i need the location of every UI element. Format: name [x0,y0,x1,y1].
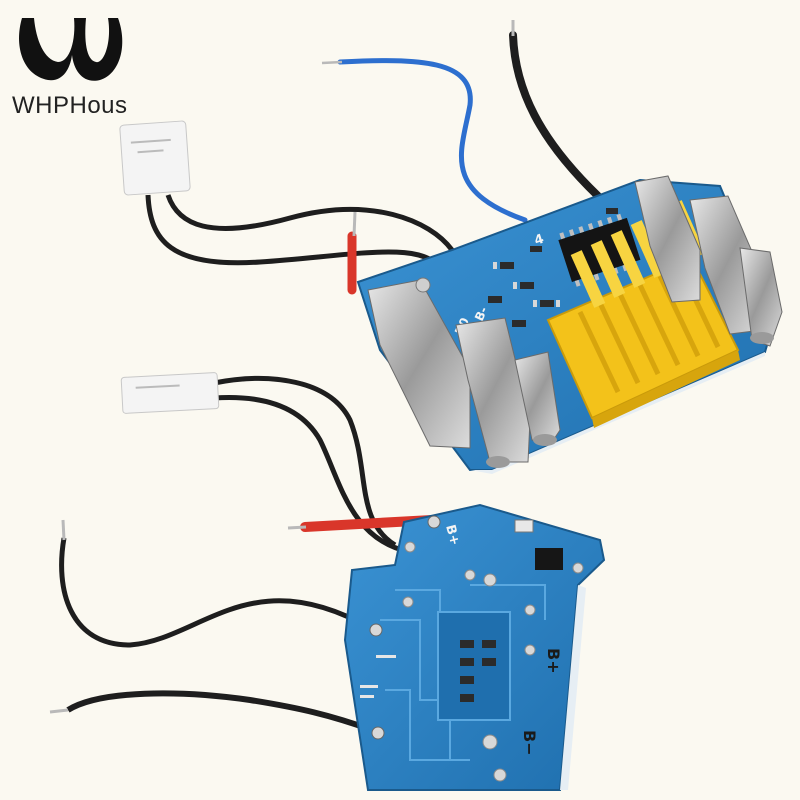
bottom-board-label-bminus: B− [520,730,539,756]
brand-logo-icon [19,18,123,81]
bottom-board-label-bplus-side: B+ [544,648,563,674]
bottom-pcb-board: B+ B+ B− [343,503,606,791]
thermistor-bottom [120,372,220,414]
top-board-label-bminus: B- [472,305,491,324]
top-board-label-4: 4 [533,232,546,249]
right-metal-terminals [634,175,783,347]
left-metal-terminals [367,279,561,468]
thermistor-top [119,120,191,196]
top-pcb-board: 4 B- B0 [356,175,783,474]
bottom-board-label-bplus-top: B+ [442,523,462,547]
brand-name: WHPHous [12,92,128,119]
